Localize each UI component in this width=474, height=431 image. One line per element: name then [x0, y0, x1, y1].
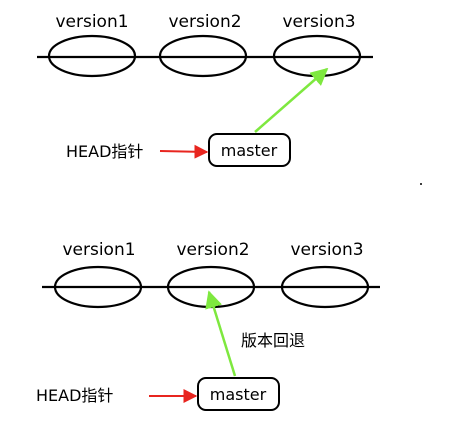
top-commit-version2	[158, 34, 248, 78]
top-master-branch-box	[208, 133, 291, 167]
top-version2-label: version2	[168, 12, 241, 32]
top-version1-label: version1	[55, 12, 128, 32]
top-head-arrow	[159, 144, 209, 159]
bottom-state: version1 version2 version3 版本回退 master H…	[36, 240, 380, 411]
bottom-version1-label: version1	[62, 240, 135, 260]
bottom-version2-label: version2	[176, 240, 249, 260]
bottom-master-branch-box	[197, 377, 280, 411]
bottom-commit-version1	[53, 265, 143, 309]
bottom-version3-label: version3	[290, 240, 363, 260]
bottom-head-pointer-label: HEAD指针	[36, 386, 113, 405]
top-head-pointer-label: HEAD指针	[66, 142, 143, 161]
rollback-action-label: 版本回退	[241, 331, 305, 350]
bottom-master-branch-label: master	[210, 385, 267, 404]
top-version3-label: version3	[282, 12, 355, 32]
top-master-branch-label: master	[221, 141, 278, 160]
top-state: version1 version2 version3 master HEAD指针	[37, 12, 373, 167]
stray-dot	[420, 183, 422, 185]
top-commit-version1	[47, 34, 137, 78]
bottom-master-to-version2-arrow	[205, 290, 237, 377]
bottom-commit-version3	[280, 265, 370, 309]
top-master-to-version3-arrow	[254, 67, 329, 133]
